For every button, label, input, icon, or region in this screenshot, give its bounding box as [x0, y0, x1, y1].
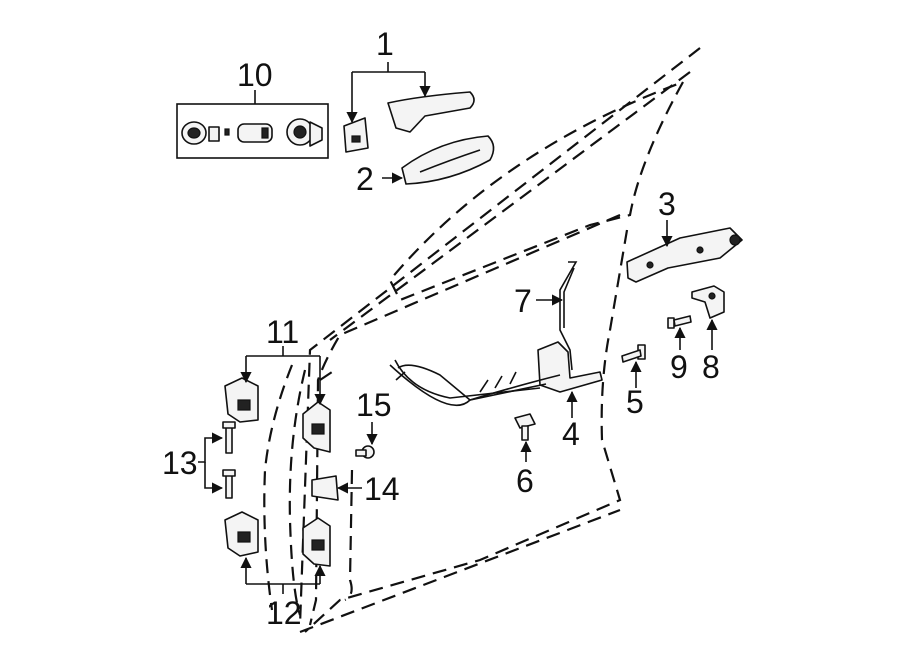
callout-3: 3 — [658, 186, 676, 222]
callout-5: 5 — [626, 384, 644, 420]
callout-15: 15 — [356, 387, 392, 423]
hinges — [224, 377, 331, 567]
callout-14: 14 — [364, 471, 400, 507]
door-check — [311, 475, 339, 501]
lock-cylinder-kit — [176, 103, 329, 159]
callout-4: 4 — [562, 416, 580, 452]
leader-lines — [198, 62, 718, 594]
callout-11: 11 — [266, 314, 299, 350]
outside-handle — [401, 135, 495, 185]
push-clip — [514, 413, 536, 441]
screw-9 — [667, 315, 692, 329]
handle-carrier — [626, 227, 743, 283]
callout-10: 10 — [237, 57, 273, 93]
callout-9: 9 — [670, 349, 688, 385]
callout-1: 1 — [376, 26, 394, 62]
door-outline — [263, 47, 701, 634]
callout-12: 12 — [266, 595, 302, 631]
hinge-bolts — [222, 421, 236, 499]
callout-7: 7 — [514, 283, 532, 319]
callout-2: 2 — [356, 161, 374, 197]
callout-8: 8 — [702, 349, 720, 385]
striker — [691, 285, 725, 319]
bolt-5 — [621, 344, 646, 363]
lock-actuator — [389, 261, 603, 407]
callout-13: 13 — [162, 445, 198, 481]
callout-labels: 1 2 3 4 5 6 7 8 9 10 11 12 13 14 15 — [162, 26, 720, 631]
nut-15 — [355, 445, 375, 459]
callout-6: 6 — [516, 463, 534, 499]
handle-cover-parts — [343, 91, 475, 153]
